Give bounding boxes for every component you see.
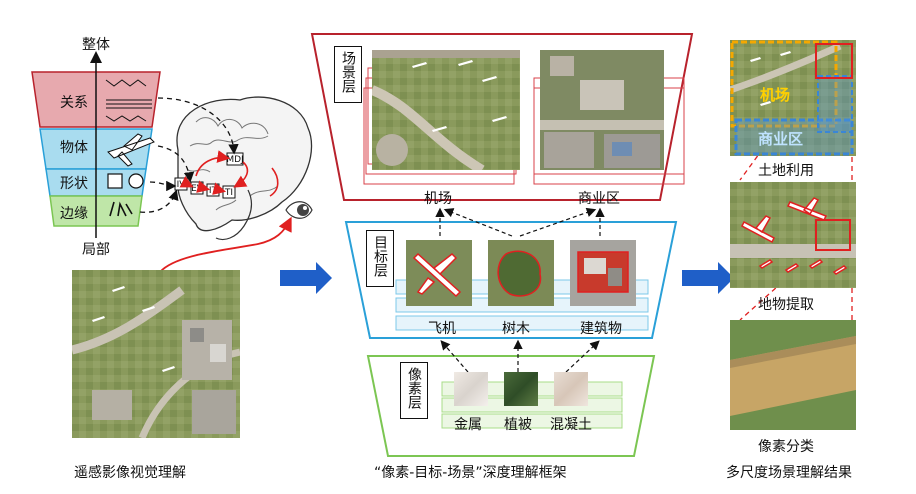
pixel-item-concrete: 混凝土 xyxy=(550,417,592,433)
airplane-icon xyxy=(107,133,155,167)
commercial-scene-image xyxy=(540,50,664,170)
pixel-classification-result-image xyxy=(730,320,856,430)
object-item-building: 建筑物 xyxy=(580,321,622,337)
flow-arrow-left xyxy=(280,262,332,294)
task-land-use: 土地利用 xyxy=(758,163,814,179)
svg-text:TI: TI xyxy=(224,188,233,198)
circle-shape-icon xyxy=(128,173,144,189)
layer-link-arrows xyxy=(435,207,605,373)
left-caption: 遥感影像视觉理解 xyxy=(74,465,186,481)
building-object-image xyxy=(570,240,636,306)
svg-text:MDJ: MDJ xyxy=(226,155,243,165)
level-object-label: 物体 xyxy=(60,140,88,156)
right-caption: 多尺度场景理解结果 xyxy=(726,465,852,481)
axis-bottom-label: 局部 xyxy=(82,242,110,258)
overlay-label-airport: 机场 xyxy=(760,86,791,104)
svg-text:EV: EV xyxy=(191,184,204,194)
svg-text:IV: IV xyxy=(177,180,187,190)
source-remote-sensing-image xyxy=(72,270,240,438)
pixel-item-metal: 金属 xyxy=(454,417,482,433)
object-item-airplane: 飞机 xyxy=(428,321,456,337)
airplane-object-image xyxy=(406,240,472,306)
tree-object-image xyxy=(488,240,554,306)
overlay-label-commercial: 商业区 xyxy=(758,130,804,148)
level-shape-label: 形状 xyxy=(60,176,88,192)
axis-top-label: 整体 xyxy=(82,37,110,53)
airport-scene-image xyxy=(372,50,520,170)
land-use-result-image: 机场 商业区 xyxy=(730,40,856,156)
edge-icon xyxy=(109,201,133,217)
feature-extraction-result-image xyxy=(730,182,856,288)
scene-item-commercial: 商业区 xyxy=(578,191,620,207)
level-edge-label: 边缘 xyxy=(60,206,88,222)
image-to-eye-arrow xyxy=(159,216,292,273)
task-pixel-classification: 像素分类 xyxy=(758,439,814,455)
brain-icon xyxy=(176,96,313,241)
scene-item-airport: 机场 xyxy=(424,191,452,207)
scene-layer-label: 场景层 xyxy=(334,46,362,103)
task-feature-extraction: 地物提取 xyxy=(758,297,814,313)
relation-icon xyxy=(105,79,152,122)
square-shape-icon xyxy=(107,173,123,189)
object-item-tree: 树木 xyxy=(502,321,530,337)
pixel-item-vegetation: 植被 xyxy=(504,417,532,433)
metal-pixel-patch xyxy=(454,372,488,406)
level-relation-label: 关系 xyxy=(60,95,88,111)
concrete-pixel-patch xyxy=(554,372,588,406)
brain-pathway-arrows xyxy=(179,150,279,197)
svg-text:IT: IT xyxy=(209,186,218,196)
vegetation-pixel-patch xyxy=(504,372,538,406)
middle-caption: “像素-目标-场景”深度理解框架 xyxy=(374,465,567,481)
flow-arrow-right xyxy=(682,262,734,294)
object-layer-label: 目标层 xyxy=(366,230,394,287)
eye-icon xyxy=(285,201,313,219)
pixel-layer-label: 像素层 xyxy=(400,362,428,419)
level-to-brain-links xyxy=(139,97,239,213)
